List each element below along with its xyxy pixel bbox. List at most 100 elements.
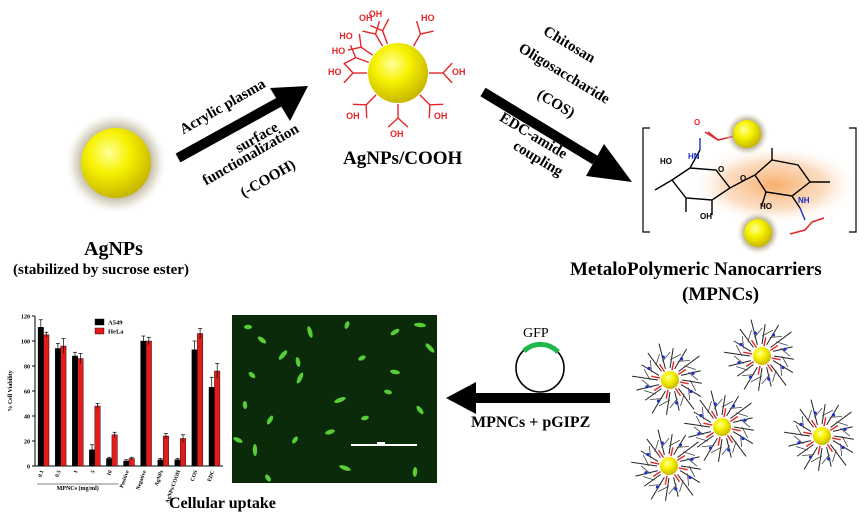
linker [677,368,687,376]
y-tick-label: 80 [24,365,30,371]
gfp-label: GFP [523,326,549,341]
polymer-chain [680,394,685,407]
polymer-chain [814,407,823,418]
bar-HeLa-10 [111,434,118,467]
polymer-chain [830,444,847,466]
cooh-bond [374,33,384,47]
linker [831,437,841,441]
cos-atom-label: HN [688,152,700,161]
gfp-cell [416,405,424,415]
bar-HeLa-Negative [145,340,152,467]
gfp-cell [425,343,435,353]
polymer-chain [668,439,681,447]
gfp-cell [278,350,288,360]
polymer-chain [740,434,743,447]
linker [826,443,834,453]
cooh-bond [362,30,376,35]
polymer-chain [721,400,734,408]
polymer-chain [780,348,791,357]
polymer-chain [649,484,662,487]
arrow-plasma [175,86,308,163]
polymer-chain [735,344,743,357]
polymer-chain [793,435,804,444]
polymer-chain [761,324,766,345]
cos-atom-label: HO [760,202,772,211]
cooh-bond [347,46,362,51]
polymer-chain [668,484,677,495]
legend-swatch-HeLa [94,327,105,335]
amide-node [689,389,693,394]
polymer-chain [721,445,730,456]
polymer-chain [661,437,670,448]
arrow-transfection [446,382,610,414]
gfp-cell [412,467,418,477]
polymer-chain [680,370,701,376]
agnp-cooh-particle [343,18,453,128]
polymer-chain [678,355,700,372]
gfp-cell [325,429,335,435]
gfp-cell [334,396,346,404]
bar-A549-Negative [140,340,147,467]
gfp-cell [361,415,369,421]
polymer-chain [655,353,660,366]
polymer-chain [821,409,834,417]
cos-atom-label: NH [798,196,810,205]
y-tick-label: 120 [21,315,30,321]
polymer-chain [795,446,808,451]
polymer-chain [740,419,751,428]
linker [665,389,669,399]
polymer-chain [832,450,837,463]
cooh-bond [360,46,374,56]
polymer-chain [830,411,852,428]
mpnc-core [813,427,831,445]
gfp-cell [339,465,351,471]
polymer-chain [631,461,658,467]
polymer-chain [772,370,777,383]
cooh-bond [365,104,368,119]
amide-node [783,347,787,351]
y-tick-label: 20 [24,440,30,446]
y-tick-label: 40 [24,415,30,421]
agnp-particle [64,111,168,215]
gfp-cell [390,369,400,375]
linker [674,387,682,397]
polymer-chain [772,346,793,352]
linker [726,434,734,444]
cooh-hydroxyl-label: OH [433,110,448,121]
amide-node [813,411,817,415]
gfp-cell [414,322,426,328]
bar-HeLa-AgNPs/COOH [180,438,186,467]
polymer-chain [770,331,792,348]
polymer-chain [840,443,843,456]
gfp-cell [344,321,350,329]
linker [757,365,761,375]
linker [745,360,755,368]
polymer-chain [641,364,660,376]
amide-node [727,448,731,452]
polymer-chain [810,455,823,463]
cooh-hydroxyl-label: HO [421,13,435,24]
gfp-cell [296,372,304,384]
linker [658,363,666,373]
cooh-bond [355,56,370,64]
cos-atom-label: O [740,174,747,183]
mpnc-cluster [784,399,854,471]
gfp-cell [358,355,366,361]
polymer-chain [642,454,650,467]
bar-A549-COS [191,349,198,467]
polymer-chain [693,426,704,435]
linker [710,410,718,420]
mpnc-core [661,371,679,389]
arrow-coupling [480,87,632,182]
polymer-chain [796,444,814,457]
amide-node [678,443,683,447]
mpnc-clusters [631,319,854,501]
amide-node [713,402,717,406]
amide-node [688,475,692,480]
polymer-chain [829,415,842,418]
x-tick-label: 1 [73,469,80,474]
polymer-chain [747,329,752,342]
linker [723,408,727,418]
polymer-chain [644,388,662,401]
